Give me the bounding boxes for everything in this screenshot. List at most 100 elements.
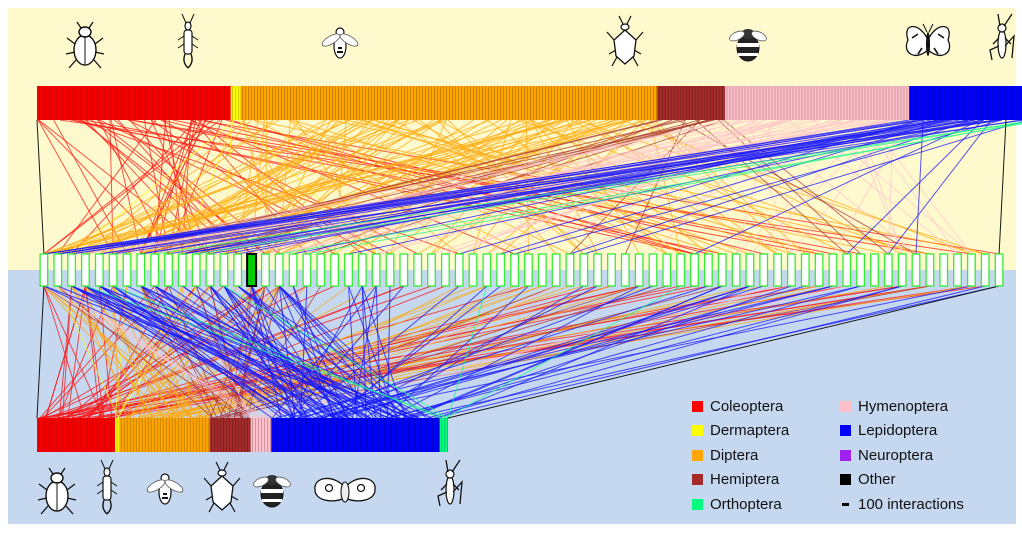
bottom-block-ticks-orthoptera bbox=[441, 418, 449, 452]
plant-node bbox=[939, 253, 949, 287]
plant-node bbox=[413, 253, 423, 287]
legend-swatch-diptera bbox=[692, 449, 703, 461]
legend-label-coleoptera: Coleoptera bbox=[710, 397, 784, 415]
plant-node bbox=[966, 253, 976, 287]
plant-node bbox=[717, 253, 727, 287]
legend-scale-label: 100 interactions bbox=[858, 495, 964, 513]
legend-item-lepidoptera: Lepidoptera bbox=[840, 421, 937, 441]
legend-item-neuroptera: Neuroptera bbox=[840, 445, 933, 465]
plant-node bbox=[80, 253, 90, 287]
top-interaction-links bbox=[36, 119, 1022, 255]
plant-node bbox=[67, 253, 77, 287]
plant-node bbox=[607, 253, 616, 287]
plant-node bbox=[219, 253, 229, 287]
legend-item-dermaptera: Dermaptera bbox=[692, 421, 789, 441]
bottom-block-ticks-diptera bbox=[120, 418, 209, 452]
plant-node bbox=[260, 253, 270, 287]
bottom-edge-right bbox=[447, 285, 1000, 419]
plant-node bbox=[814, 253, 824, 287]
top-block-ticks-hymenoptera bbox=[726, 86, 908, 120]
plant-node bbox=[136, 253, 146, 287]
plant-node bbox=[316, 253, 326, 287]
plant-node bbox=[233, 253, 243, 287]
plant-node bbox=[399, 253, 409, 287]
plant-node bbox=[191, 253, 201, 287]
plant-node bbox=[427, 253, 436, 287]
plant-node bbox=[523, 253, 533, 287]
legend-swatch-hymenoptera bbox=[840, 400, 851, 412]
legend-scale: 100 interactions bbox=[840, 494, 964, 514]
plant-node bbox=[953, 253, 962, 287]
plant-node bbox=[357, 253, 367, 287]
moth-icon bbox=[314, 477, 376, 503]
plant-node bbox=[648, 253, 658, 287]
plant-node bbox=[344, 253, 353, 287]
bottom-block-ticks-hymenoptera bbox=[252, 418, 272, 452]
bottom-block-ticks-hemiptera bbox=[211, 418, 251, 452]
bottom-pollinator-bars bbox=[37, 418, 449, 452]
top-block-ticks-diptera bbox=[242, 86, 657, 120]
plant-node bbox=[482, 253, 492, 287]
top-block-dermaptera bbox=[230, 86, 241, 120]
top-block-ticks-coleoptera bbox=[38, 86, 229, 120]
legend-swatch-orthoptera bbox=[692, 498, 703, 510]
plant-node bbox=[496, 253, 506, 287]
plant-node bbox=[731, 253, 741, 287]
plant-node bbox=[842, 253, 852, 287]
plant-node bbox=[786, 253, 796, 287]
bottom-block-dermaptera bbox=[115, 418, 120, 452]
legend-label-hemiptera: Hemiptera bbox=[710, 471, 780, 488]
bottom-block-hemiptera bbox=[209, 418, 251, 452]
plant-node bbox=[828, 253, 838, 287]
plant-node bbox=[773, 253, 783, 287]
top-network bbox=[36, 86, 1022, 255]
legend-label-lepidoptera: Lepidoptera bbox=[858, 422, 938, 439]
top-block-ticks-lepidoptera bbox=[910, 86, 1022, 120]
top-block-lepidoptera bbox=[909, 86, 1022, 120]
plant-node bbox=[870, 253, 879, 287]
plant-node bbox=[994, 253, 1004, 287]
top-block-diptera bbox=[240, 86, 658, 120]
bottom-block-ticks-coleoptera bbox=[38, 418, 115, 452]
bottom-interaction-links bbox=[36, 285, 1000, 419]
plant-node bbox=[593, 253, 603, 287]
bottom-block-coleoptera bbox=[37, 418, 116, 452]
plant-node bbox=[510, 253, 520, 287]
plant-node bbox=[980, 253, 990, 287]
plant-node bbox=[371, 253, 381, 287]
bottom-block-lepidoptera bbox=[271, 418, 440, 452]
plant-node bbox=[883, 253, 893, 287]
legend-item-orthoptera: Orthoptera bbox=[692, 494, 782, 514]
top-edge-left bbox=[36, 119, 45, 255]
plant-node bbox=[745, 253, 755, 287]
legend-label-hymenoptera: Hymenoptera bbox=[858, 397, 949, 415]
bottom-edge-left bbox=[36, 285, 45, 419]
legend-item-hymenoptera: Hymenoptera bbox=[840, 396, 948, 416]
plant-node bbox=[551, 253, 561, 287]
plant-node bbox=[620, 253, 630, 287]
legend-swatch-dermaptera bbox=[692, 425, 703, 436]
plant-node bbox=[856, 253, 866, 287]
plant-node bbox=[925, 253, 935, 287]
plant-node bbox=[800, 253, 810, 287]
bottom-block-ticks-lepidoptera bbox=[272, 418, 439, 452]
plant-node bbox=[440, 253, 450, 287]
legend-item-diptera: Diptera bbox=[692, 445, 758, 465]
plant-node bbox=[177, 253, 187, 287]
top-block-ticks-dermaptera bbox=[232, 86, 240, 120]
bottom-block-hymenoptera bbox=[250, 418, 272, 452]
plant-node bbox=[911, 253, 921, 287]
top-block-ticks-hemiptera bbox=[658, 86, 723, 120]
plant-node bbox=[108, 253, 118, 287]
top-block-coleoptera bbox=[37, 86, 231, 120]
top-pollinator-bars bbox=[37, 86, 1022, 120]
legend-swatch-hemiptera bbox=[692, 474, 703, 485]
top-block-hemiptera bbox=[657, 86, 725, 120]
legend-swatch-lepidoptera bbox=[840, 425, 851, 436]
plant-node bbox=[39, 253, 49, 287]
legend-swatch-coleoptera bbox=[692, 400, 703, 412]
plant-node bbox=[122, 253, 132, 287]
plant-node bbox=[454, 253, 464, 287]
plant-node bbox=[579, 253, 589, 287]
legend-label-orthoptera: Orthoptera bbox=[710, 495, 782, 513]
